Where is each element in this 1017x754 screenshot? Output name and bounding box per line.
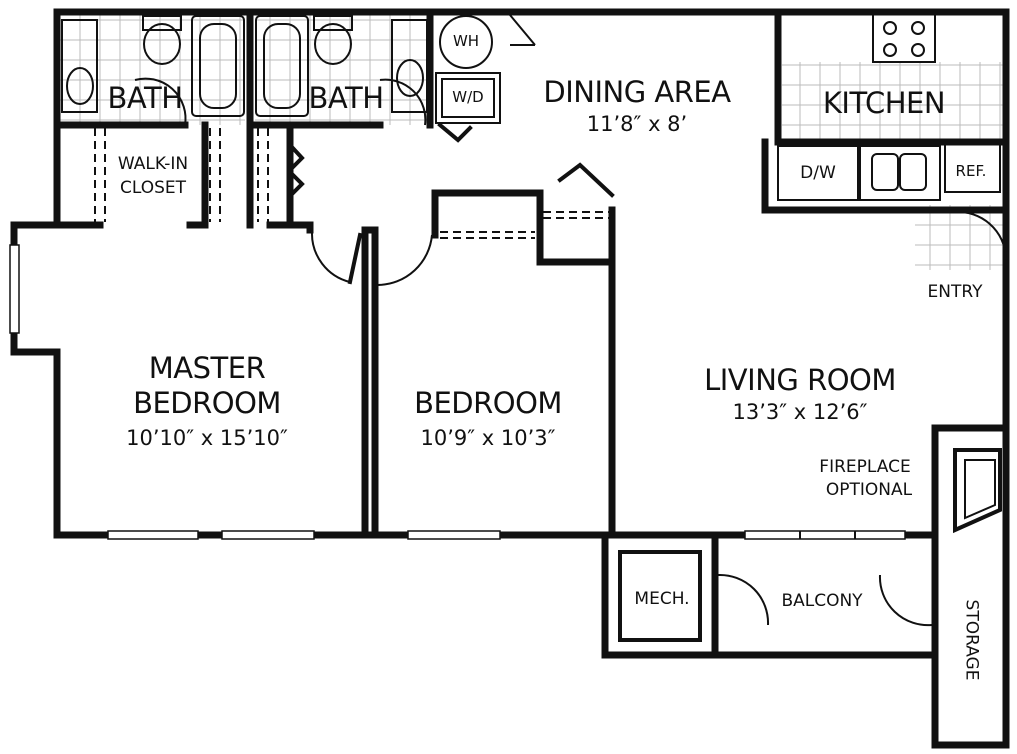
master-bedroom-label-2: BEDROOM [133, 386, 281, 420]
entry-label: ENTRY [927, 282, 983, 302]
kitchen-fixtures [777, 13, 1001, 201]
water-heater-label: WH [452, 32, 480, 50]
bottom-windows [107, 530, 906, 540]
door-swings [134, 14, 1008, 627]
living-room-label: LIVING ROOM [704, 363, 896, 397]
bedroom-label: BEDROOM [414, 386, 562, 420]
mech-label: MECH. [634, 589, 690, 609]
closet-shelves [94, 128, 612, 239]
fireplace-label-1: FIREPLACE [819, 457, 911, 477]
interior-walls [53, 8, 1010, 659]
kitchen-label: KITCHEN [822, 86, 946, 120]
dishwasher-label: D/W [800, 163, 836, 183]
master-bedroom-dims: 10’10″ x 15’10″ [126, 426, 288, 450]
window-left [9, 244, 20, 334]
utility-fixtures [435, 15, 501, 124]
bath-fixtures [61, 15, 428, 117]
dining-area-dims: 11’8″ x 8’ [586, 112, 688, 136]
living-room-dims: 13’3″ x 12’6″ [732, 400, 868, 424]
storage-label: STORAGE [961, 599, 982, 681]
walk-in-closet-label-1: WALK-IN [117, 154, 189, 174]
balcony-label: BALCONY [781, 591, 863, 611]
master-bedroom-label-1: MASTER [148, 351, 266, 385]
fireplace-label-2: OPTIONAL [825, 480, 913, 500]
mech-closet [618, 550, 702, 642]
bath-right-label: BATH [308, 81, 384, 115]
washer-dryer-label: W/D [452, 88, 484, 106]
fireplace [953, 448, 1002, 534]
kitchen-tile-floor [782, 62, 1005, 270]
bath-left-label: BATH [107, 81, 183, 115]
walk-in-closet-label-2: CLOSET [119, 178, 187, 198]
bedroom-dims: 10’9″ x 10’3″ [420, 426, 556, 450]
refrigerator-label: REF. [955, 162, 987, 180]
dining-area-label: DINING AREA [543, 75, 731, 109]
